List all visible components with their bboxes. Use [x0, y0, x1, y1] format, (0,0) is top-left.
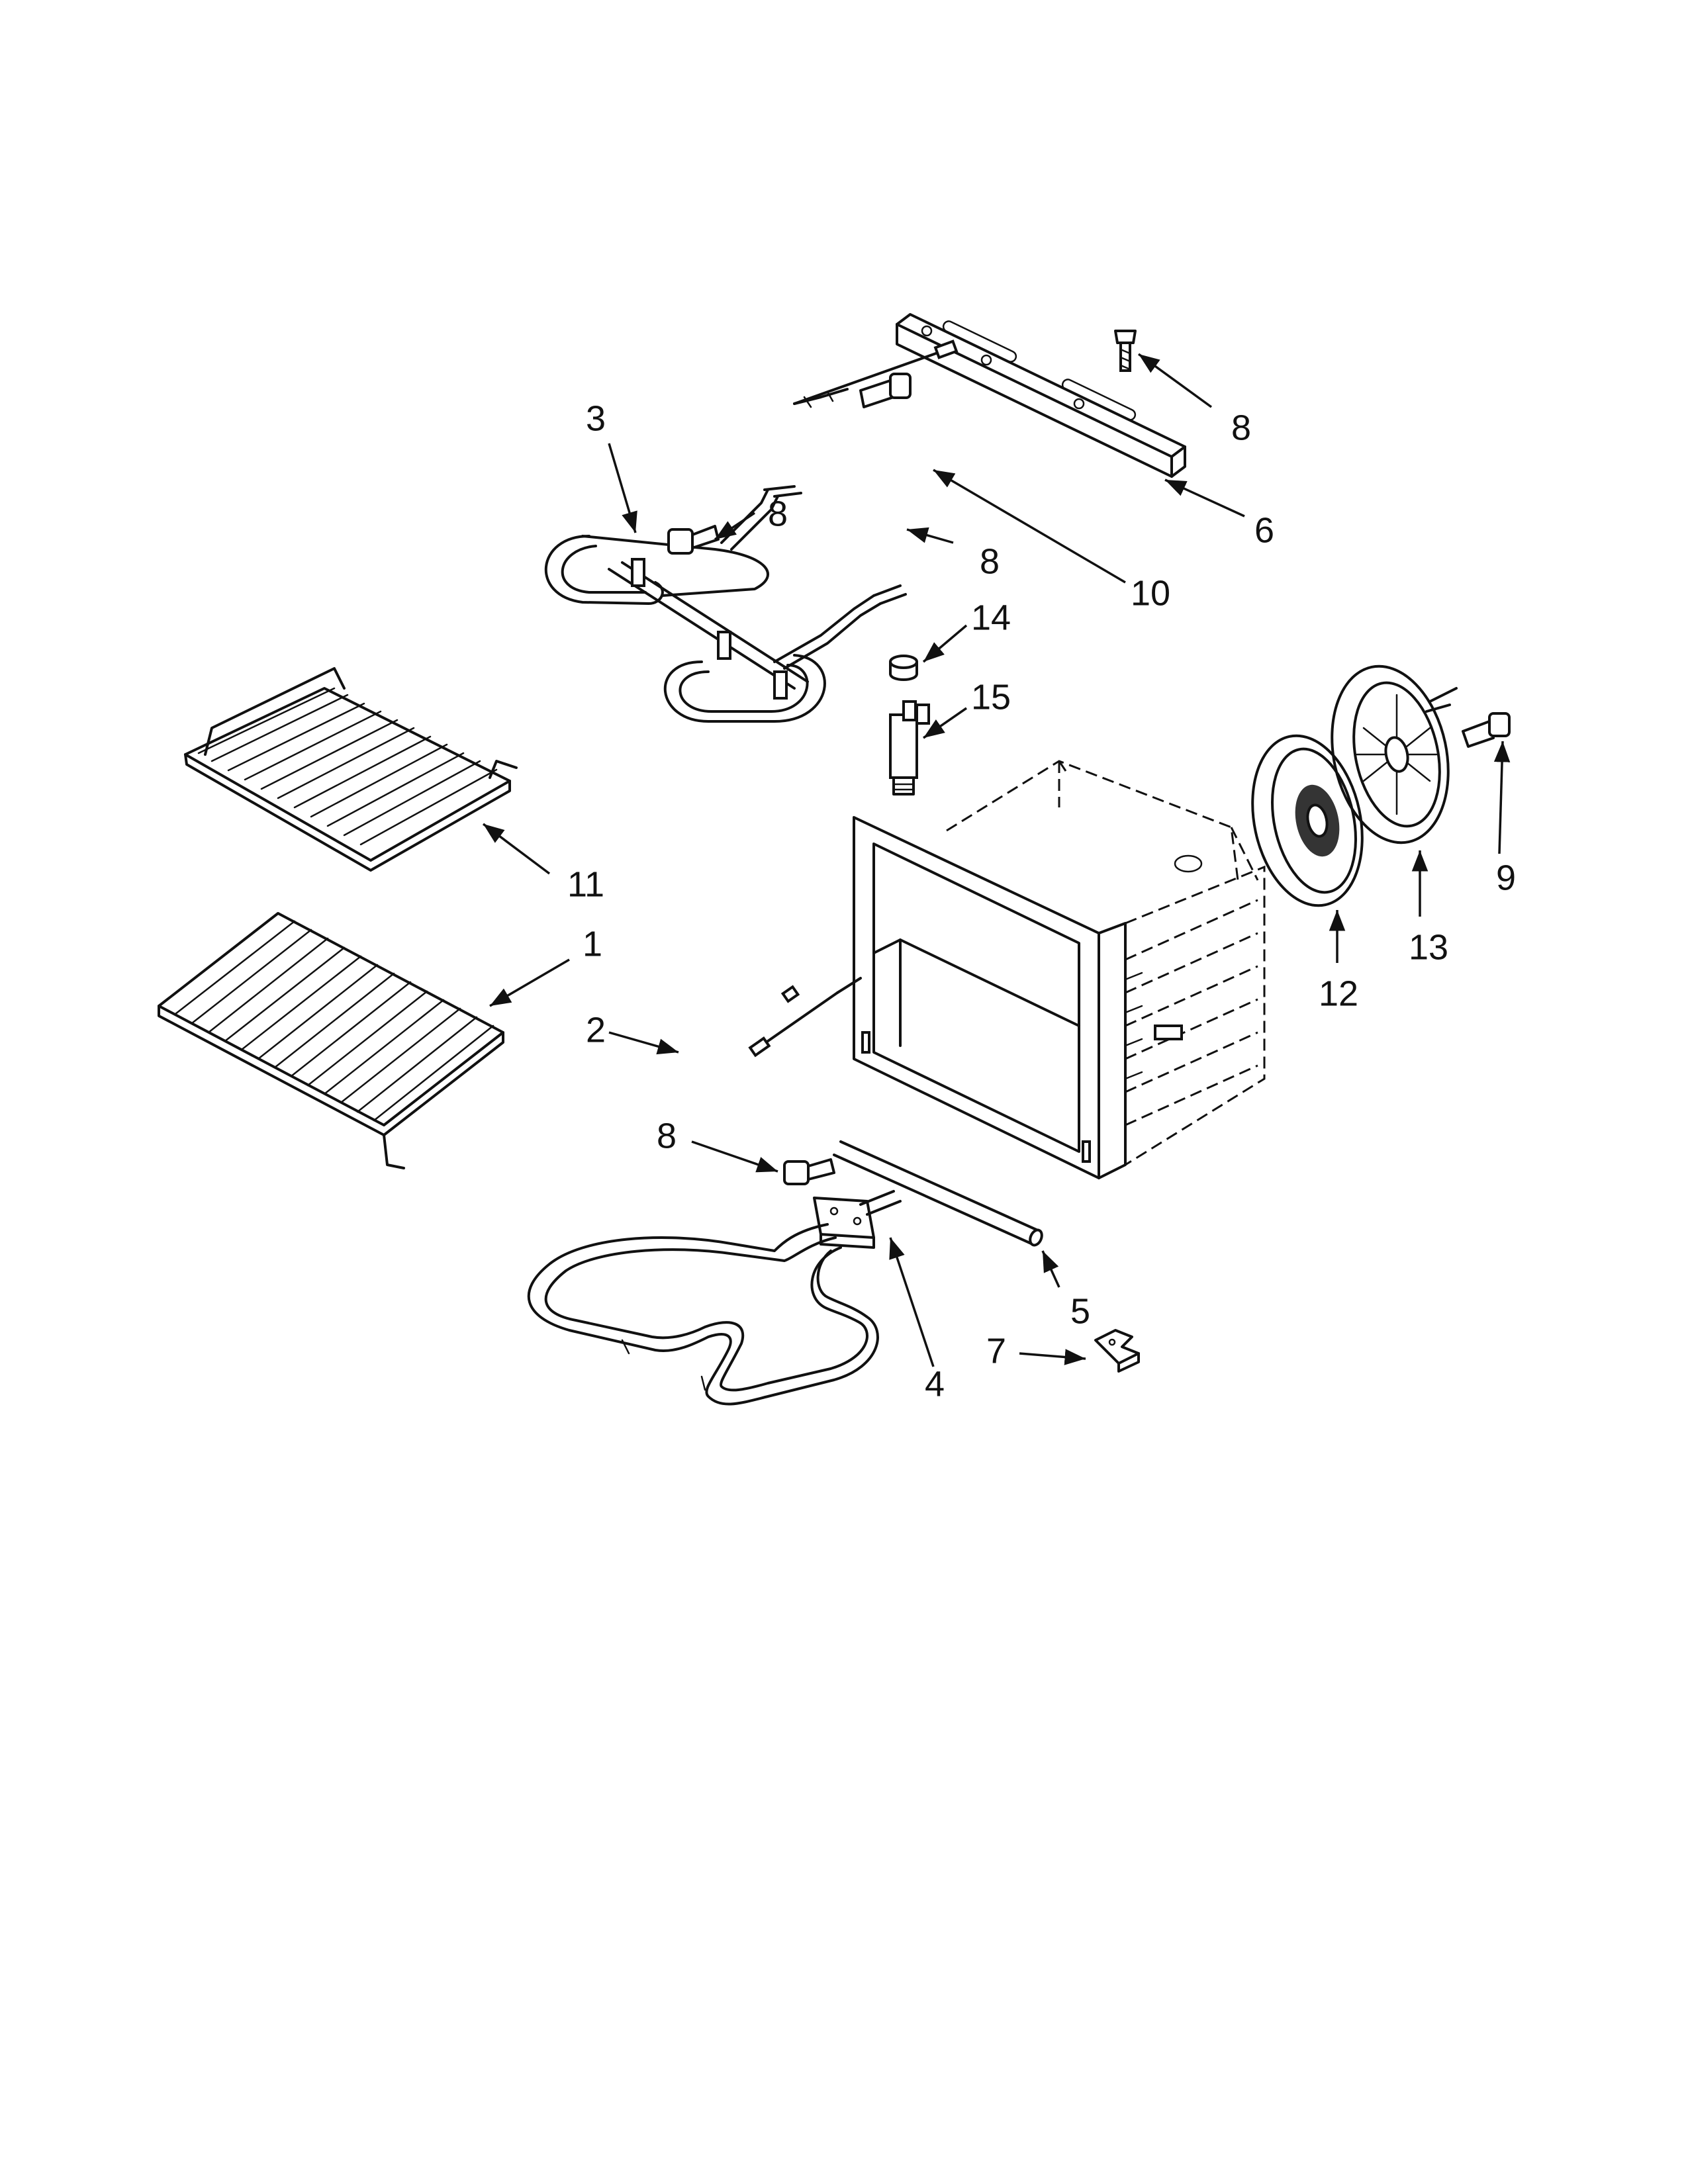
tube-part-5: [833, 1140, 1043, 1247]
callout-7: 7: [986, 1331, 1006, 1371]
bake-element-part-4: [527, 1190, 902, 1406]
callout-6: 6: [1254, 510, 1274, 550]
nut-part-14: [889, 655, 918, 681]
screw-probe: [859, 373, 912, 408]
callout-15: 15: [971, 677, 1011, 717]
oven-rack-part-1: [158, 912, 504, 1169]
rod-part-2: [748, 977, 862, 1058]
sensor-probe-part-10: [793, 340, 959, 408]
callout-12: 12: [1319, 974, 1358, 1013]
callout-11: 11: [567, 864, 604, 904]
oven-cavity: [853, 760, 1266, 1179]
callout-labels: 1 2 3 4 5 6 7 8 8 8 8 9 10 11 12 13 14 1…: [567, 398, 1516, 1404]
screw-part-9: [1462, 712, 1511, 748]
callout-8-probe: 8: [980, 541, 1000, 581]
convection-fan-part-13: [1331, 664, 1458, 844]
top-bracket-part-6: [896, 313, 1186, 478]
callout-1: 1: [583, 924, 602, 964]
callout-5: 5: [1070, 1291, 1090, 1331]
oven-rack-part-11: [184, 667, 518, 872]
callout-8-lower: 8: [657, 1116, 677, 1156]
screw-broil: [667, 525, 720, 555]
screw-top: [1114, 330, 1137, 372]
broil-element-part-3: [545, 485, 907, 723]
clip-part-7: [1094, 1329, 1140, 1373]
callout-3: 3: [586, 398, 606, 438]
callout-8-broil: 8: [768, 494, 788, 533]
callout-9: 9: [1496, 858, 1516, 897]
leader-lines: [482, 353, 1511, 1367]
callout-13: 13: [1409, 927, 1448, 967]
switch-part-15: [889, 700, 930, 796]
callout-10: 10: [1131, 573, 1170, 613]
callout-2: 2: [586, 1010, 606, 1050]
callout-4: 4: [925, 1364, 945, 1404]
screw-lower: [783, 1158, 835, 1185]
callout-8-top: 8: [1231, 408, 1251, 447]
callout-14: 14: [971, 598, 1011, 637]
